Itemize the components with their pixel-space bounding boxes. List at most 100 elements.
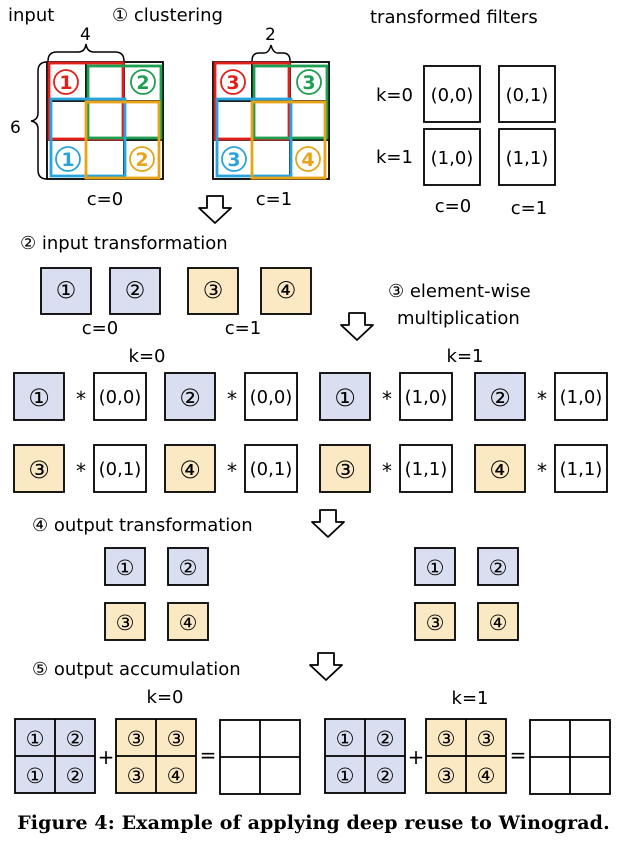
down-arrow-1 — [198, 195, 232, 224]
cluster-window-7 — [215, 97, 293, 178]
filter-box-1-1 — [498, 128, 556, 186]
product-filter-label-1: (0,0) — [99, 387, 142, 408]
product-tile-4 — [474, 372, 526, 421]
accumulation-k0-label: k=0 — [147, 687, 184, 708]
product-filter-4 — [554, 372, 608, 421]
output-tile-1-1 — [104, 547, 146, 586]
elementwise-title-line1: ③ element-wise — [388, 281, 531, 302]
accum-blue-block-2-cell-2: ② — [376, 727, 395, 751]
cluster-id-cyan-c0: 1 — [61, 149, 74, 171]
accum-blue-block-1-cell-2: ② — [66, 727, 85, 751]
product-tile-label-3: ① — [334, 384, 356, 412]
output-tile-1-2 — [167, 547, 209, 586]
multiply-operator-4: * — [537, 387, 547, 411]
multiply-operator-2: * — [227, 387, 237, 411]
product-filter-1 — [93, 372, 147, 421]
input-tile-4 — [260, 267, 312, 315]
accum-plus-1: + — [98, 745, 115, 769]
output-tile-2-1 — [414, 547, 456, 586]
cluster-id-green-c1: 3 — [302, 72, 315, 94]
filter-col-c1: c=1 — [511, 198, 547, 219]
output-tile-label-2-1: ① — [426, 556, 445, 580]
output-tile-1-4 — [167, 602, 209, 641]
product-filter-label-8: (1,1) — [560, 459, 603, 480]
input-tile-2-label: ② — [125, 278, 146, 304]
filter-label-1-1: (1,1) — [506, 148, 549, 169]
stride-brace — [251, 44, 291, 62]
product-filter-8 — [554, 444, 608, 493]
product-filter-label-7: (1,1) — [405, 459, 448, 480]
input-transform-title: ② input transformation — [20, 233, 228, 254]
cluster-id-red-c1: 3 — [226, 72, 239, 94]
accum-blue-block-1-cell-4: ② — [66, 764, 85, 788]
filter-row-k1: k=1 — [376, 147, 413, 168]
cluster-id-cyan-c1: 3 — [227, 149, 240, 171]
input-tile-4-label: ④ — [276, 278, 297, 304]
cluster-id-red-c0: 1 — [59, 72, 72, 94]
cluster-window-3 — [49, 97, 127, 178]
input-tile-3 — [187, 267, 239, 315]
elementwise-title-line2: multiplication — [397, 308, 520, 329]
output-tile-label-1-3: ③ — [116, 611, 135, 635]
accum-blue-block-2-cell-1: ① — [336, 727, 355, 751]
product-tile-label-2: ② — [179, 384, 201, 412]
product-filter-label-2: (0,0) — [250, 387, 293, 408]
filter-label-0-0: (0,0) — [431, 85, 474, 106]
output-accumulation-title: ⑤ output accumulation — [32, 659, 241, 680]
elementwise-k1-label: k=1 — [447, 346, 484, 367]
input-label: input — [8, 5, 54, 26]
input-tile-1 — [40, 267, 92, 315]
output-tile-2-3 — [414, 602, 456, 641]
product-tile-3 — [319, 372, 371, 421]
product-tile-1 — [13, 372, 65, 421]
accum-yellow-block-1-cell-4: ④ — [167, 764, 186, 788]
multiply-operator-7: * — [382, 459, 392, 483]
accum-blue-block-2-cell-3: ① — [336, 764, 355, 788]
down-arrow-4 — [309, 652, 343, 681]
accum-yellow-block-1-cell-2: ③ — [167, 727, 186, 751]
input-tile-3-label: ③ — [203, 278, 224, 304]
output-transform-title: ④ output transformation — [32, 515, 253, 536]
accum-blue-block-2-cell-4: ② — [376, 764, 395, 788]
cluster-window-4 — [84, 100, 161, 180]
input-tile-channel-c0: c=0 — [82, 318, 118, 339]
output-tile-label-1-1: ① — [116, 556, 135, 580]
multiply-operator-3: * — [382, 387, 392, 411]
multiply-operator-1: * — [76, 387, 86, 411]
cluster-id-orange-c0: 2 — [135, 149, 148, 171]
product-tile-label-8: ④ — [489, 456, 511, 484]
accum-equals-1: = — [200, 743, 217, 767]
product-filter-3 — [399, 372, 453, 421]
input-tile-2 — [109, 267, 161, 315]
multiply-operator-8: * — [537, 459, 547, 483]
product-tile-label-1: ① — [28, 384, 50, 412]
product-tile-5 — [13, 444, 65, 493]
filter-box-0-0 — [423, 65, 481, 123]
width-brace — [47, 43, 125, 62]
filters-title: transformed filters — [370, 7, 538, 28]
channel-label-c0: c=0 — [87, 189, 123, 210]
input-width-label: 4 — [80, 25, 91, 45]
accum-equals-2: = — [510, 743, 527, 767]
output-tile-1-3 — [104, 602, 146, 641]
accum-blue-block-1-cell-1: ① — [26, 727, 45, 751]
product-filter-5 — [93, 444, 147, 493]
down-arrow-3 — [311, 509, 345, 538]
product-filter-label-6: (0,1) — [250, 459, 293, 480]
input-tile-1-label: ① — [56, 278, 77, 304]
product-tile-2 — [164, 372, 216, 421]
output-tile-2-4 — [477, 602, 519, 641]
product-tile-label-5: ③ — [28, 456, 50, 484]
filter-label-1-0: (1,0) — [431, 148, 474, 169]
filter-box-1-0 — [423, 128, 481, 186]
input-grid-c1: 3 3 3 4 — [212, 61, 330, 180]
elementwise-products: ①*(0,0)②*(0,0)①*(1,0)②*(1,0)③*(0,1)④*(0,… — [13, 372, 608, 493]
accum-yellow-block-1-cell-1: ③ — [127, 727, 146, 751]
input-height-label: 6 — [10, 118, 21, 138]
height-brace — [30, 61, 48, 180]
accum-yellow-block-2-cell-1: ③ — [437, 727, 456, 751]
down-arrow-2 — [340, 312, 374, 341]
filter-label-0-1: (0,1) — [506, 85, 549, 106]
